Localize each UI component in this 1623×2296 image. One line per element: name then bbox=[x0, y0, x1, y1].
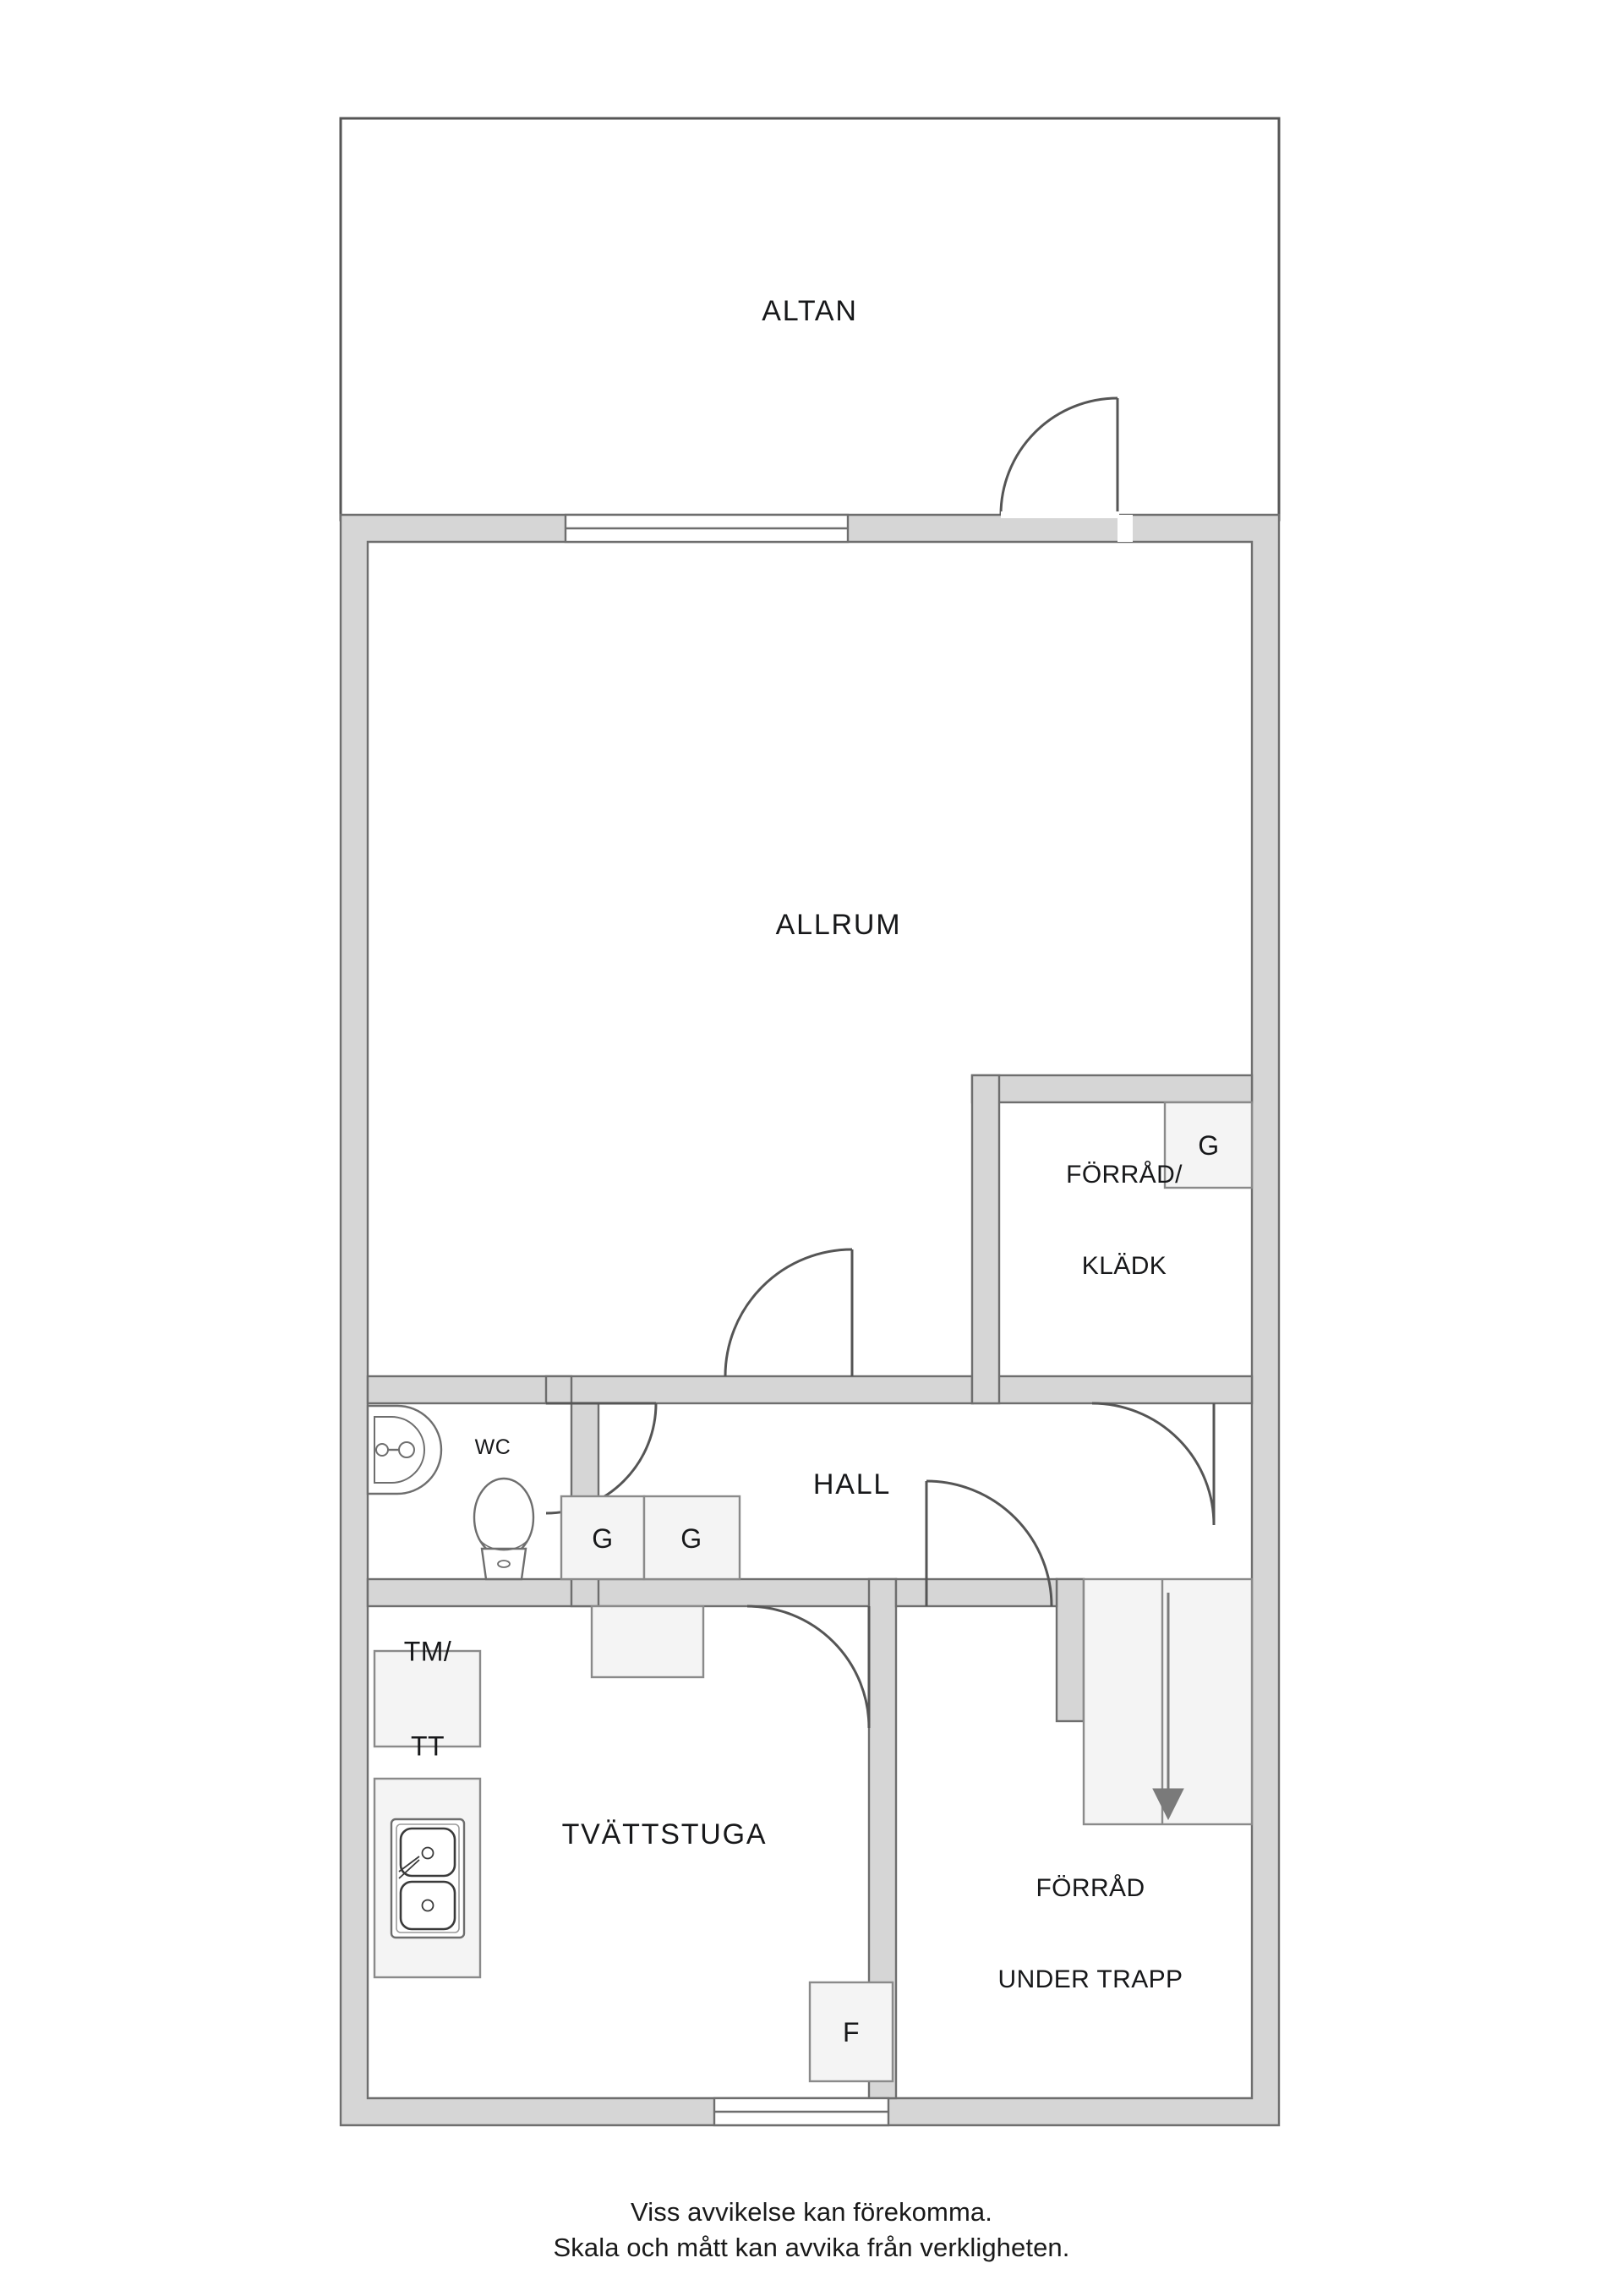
disclaimer-caption: Viss avvikelse kan förekomma. Skala och … bbox=[0, 2195, 1623, 2266]
closet-hall-g1 bbox=[560, 1495, 646, 1581]
appliance-tm-tt bbox=[373, 1649, 482, 1748]
door-allrum-hall bbox=[724, 1248, 854, 1377]
closet-hall-body bbox=[590, 1604, 705, 1679]
staircase bbox=[1082, 1577, 1254, 1826]
door-forrad-trapp bbox=[925, 1479, 1053, 1607]
window-north-allrum bbox=[564, 513, 850, 544]
building-walls bbox=[339, 513, 1281, 2127]
window-south-tvattstuga bbox=[713, 2096, 890, 2127]
wc-washbasin bbox=[366, 1404, 443, 1495]
door-forrad-kladk bbox=[1091, 1402, 1216, 1526]
closet-forrad-g bbox=[1163, 1101, 1254, 1189]
closet-hall-g2 bbox=[642, 1495, 741, 1581]
caption-line-1: Viss avvikelse kan förekomma. bbox=[631, 2197, 992, 2227]
appliance-f bbox=[808, 1981, 894, 2083]
wc-toilet bbox=[473, 1477, 535, 1581]
caption-line-2: Skala och mått kan avvika från verklighe… bbox=[553, 2233, 1070, 2263]
sink-double bbox=[390, 1818, 466, 1939]
door-altan-entry bbox=[999, 396, 1133, 542]
altan-outline bbox=[339, 117, 1281, 522]
door-hall-lower bbox=[746, 1604, 871, 1729]
